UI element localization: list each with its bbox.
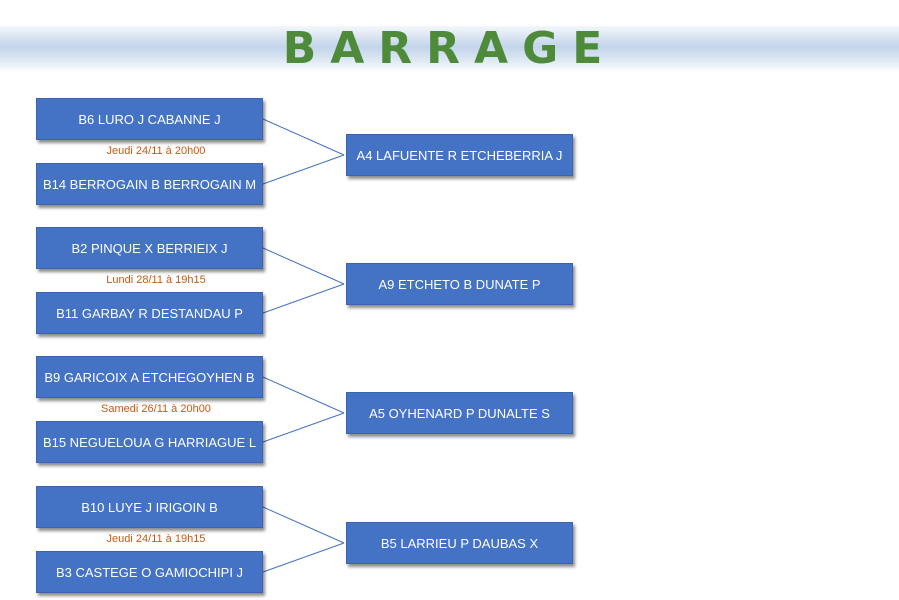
team-box-top: B6 LURO J CABANNE J <box>36 98 263 140</box>
team-box-top: B2 PINQUE X BERRIEIX J <box>36 227 263 269</box>
connector-line <box>262 154 345 185</box>
team-box-bottom: B15 NEGUELOUA G HARRIAGUE L <box>36 421 263 463</box>
team-box-top: B10 LUYE J IRIGOIN B <box>36 486 263 528</box>
team-box-bottom: B3 CASTEGE O GAMIOCHIPI J <box>36 551 263 593</box>
connector-line <box>262 118 345 156</box>
target-team-box: A5 OYHENARD P DUNALTE S <box>346 392 573 434</box>
target-team-box: A4 LAFUENTE R ETCHEBERRIA J <box>346 134 573 176</box>
team-box-top: B9 GARICOIX A ETCHEGOYHEN B <box>36 356 263 398</box>
team-box-bottom: B11 GARBAY R DESTANDAU P <box>36 292 263 334</box>
match-date: Samedi 26/11 à 20h00 <box>101 403 211 415</box>
connector-line <box>262 283 345 314</box>
page-title: BARRAGE <box>282 23 617 74</box>
match-date: Lundi 28/11 à 19h15 <box>106 274 206 286</box>
connector-line <box>262 542 345 573</box>
connector-line <box>262 506 345 544</box>
target-team-box: B5 LARRIEU P DAUBAS X <box>346 522 573 564</box>
match-date: Jeudi 24/11 à 19h15 <box>106 533 206 545</box>
team-box-bottom: B14 BERROGAIN B BERROGAIN M <box>36 163 263 205</box>
connector-line <box>262 247 345 285</box>
connector-line <box>262 376 345 414</box>
match-date: Jeudi 24/11 à 20h00 <box>106 145 206 157</box>
connector-line <box>262 412 345 443</box>
title-band <box>0 26 899 72</box>
target-team-box: A9 ETCHETO B DUNATE P <box>346 263 573 305</box>
